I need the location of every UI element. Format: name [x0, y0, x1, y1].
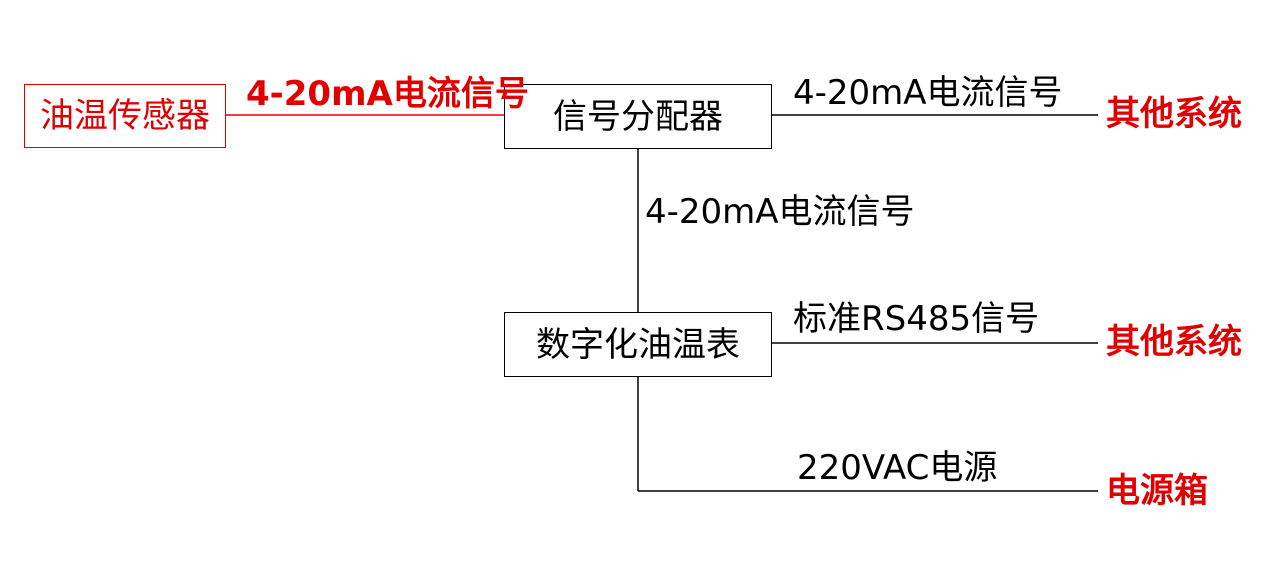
sensor-signal-label: 4-20mA电流信号 — [246, 74, 529, 114]
digital-oil-temp-meter-box: 数字化油温表 — [504, 312, 772, 377]
distributor-to-meter-signal-label: 4-20mA电流信号 — [645, 192, 915, 232]
distributor-output-signal-label: 4-20mA电流信号 — [793, 73, 1063, 113]
other-system-target-2: 其他系统 — [1106, 322, 1242, 362]
oil-temp-sensor-box: 油温传感器 — [24, 84, 226, 148]
power-supply-label: 220VAC电源 — [797, 448, 998, 488]
oil-temp-sensor-label: 油温传感器 — [40, 96, 210, 136]
signal-distributor-box: 信号分配器 — [504, 84, 772, 149]
signal-distributor-label: 信号分配器 — [553, 96, 723, 137]
rs485-signal-label: 标准RS485信号 — [793, 299, 1040, 339]
digital-oil-temp-meter-label: 数字化油温表 — [536, 324, 740, 365]
other-system-target-1: 其他系统 — [1106, 94, 1242, 134]
power-box-target: 电源箱 — [1106, 471, 1208, 511]
